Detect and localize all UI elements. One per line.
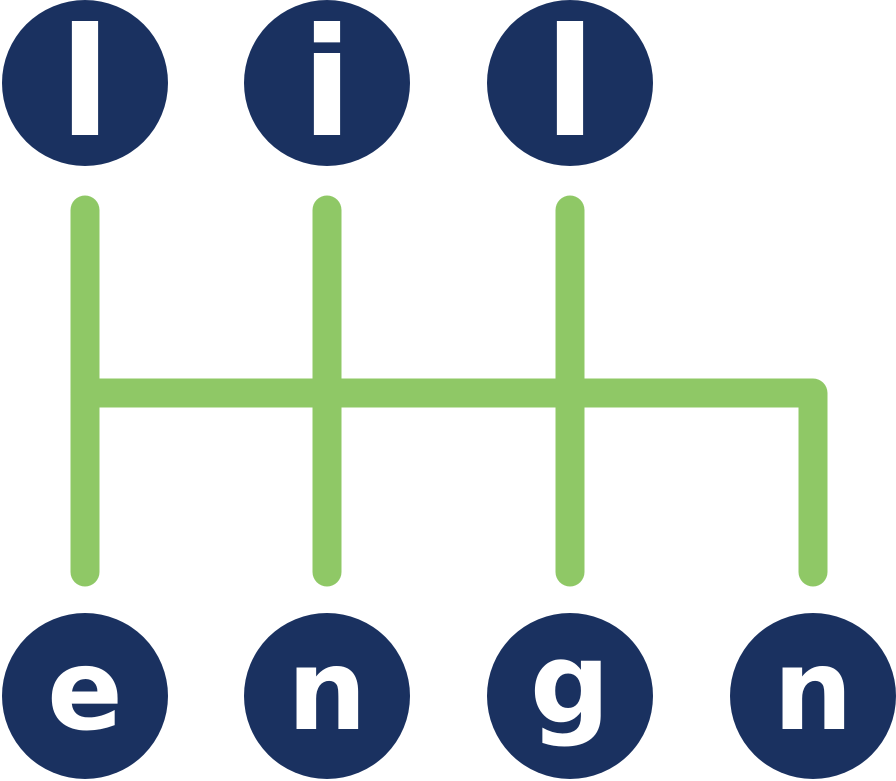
circle-letter: g: [530, 619, 610, 749]
circle-letter: l: [544, 0, 595, 171]
letter-circle-l-2: l: [487, 0, 653, 171]
circle-bg: [2, 0, 168, 166]
circle-bg: [730, 613, 896, 779]
gear-shift-pattern-icon: [70, 195, 828, 587]
circle-letter: l: [59, 0, 110, 171]
letter-circle-n-2: n: [730, 613, 896, 779]
circle-letter: n: [773, 626, 853, 756]
letter-circle-i: i: [244, 0, 410, 171]
circle-bg: [244, 0, 410, 166]
circle-bg: [244, 613, 410, 779]
circle-letter: i: [301, 0, 352, 171]
bottom-letter-row: e n g n: [2, 613, 896, 779]
letter-circle-l-1: l: [2, 0, 168, 171]
circle-bg: [487, 613, 653, 779]
top-letter-row: l i l: [2, 0, 653, 171]
letter-circle-e: e: [2, 613, 168, 779]
circle-letter: e: [47, 626, 123, 756]
letter-circle-n-1: n: [244, 613, 410, 779]
circle-letter: n: [287, 626, 367, 756]
shift-crossbar: [70, 378, 828, 587]
circle-bg: [487, 0, 653, 166]
circle-bg: [2, 613, 168, 779]
letter-circle-g: g: [487, 613, 653, 779]
